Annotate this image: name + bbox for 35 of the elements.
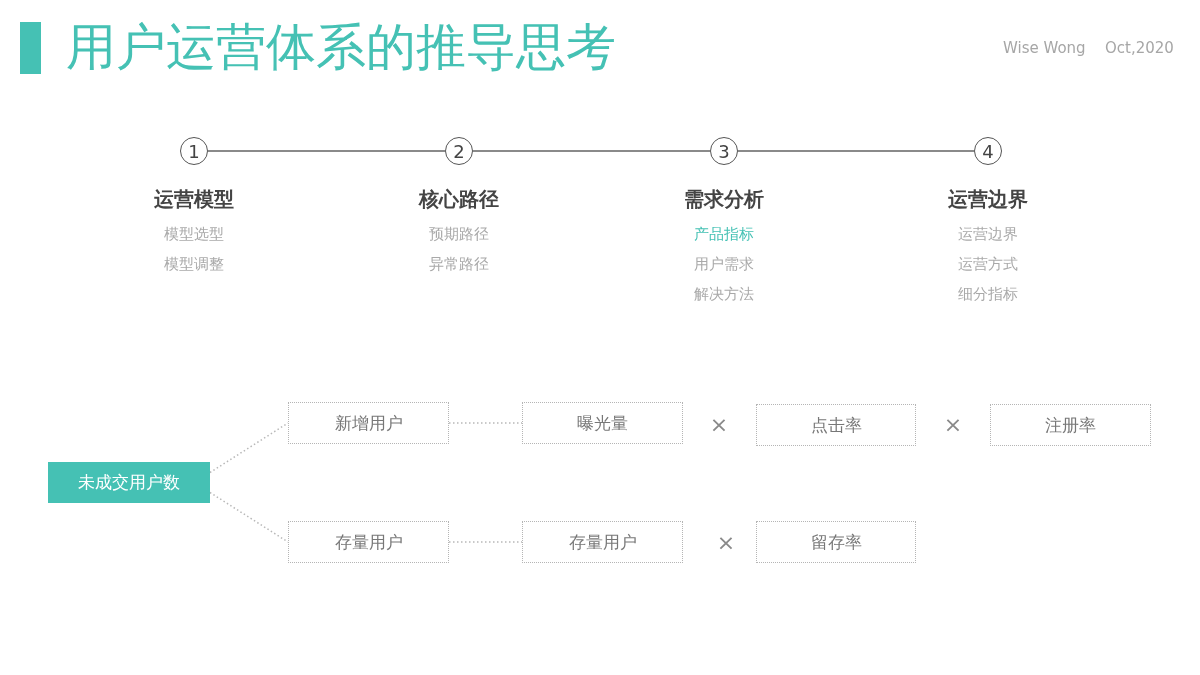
timeline-line [472, 150, 711, 152]
step-item: 解决方法 [694, 284, 754, 304]
step-item: 模型选型 [164, 224, 224, 244]
factor-box: 新增用户 [288, 402, 449, 444]
step-number-circle: 2 [445, 137, 473, 165]
highlighted-step-item: 产品指标 [694, 224, 754, 244]
factor-box: 存量用户 [522, 521, 683, 563]
step-heading: 核心路径 [419, 186, 499, 212]
step-item: 预期路径 [429, 224, 489, 244]
factor-box: 注册率 [990, 404, 1151, 446]
multiply-sign: × [942, 413, 964, 437]
step-item: 用户需求 [694, 254, 754, 274]
step-item: 运营边界 [958, 224, 1018, 244]
step-heading: 运营边界 [948, 186, 1028, 212]
slide-title: 用户运营体系的推导思考 [66, 17, 616, 78]
factor-box: 曝光量 [522, 402, 683, 444]
step-item: 运营方式 [958, 254, 1018, 274]
author-name: Wise Wong [1003, 38, 1086, 58]
step-number-circle: 1 [180, 137, 208, 165]
date-text: Oct,2020 [1105, 38, 1174, 58]
factor-box: 点击率 [756, 404, 916, 446]
step-heading: 运营模型 [154, 186, 234, 212]
factor-box: 留存率 [756, 521, 916, 563]
step-heading: 需求分析 [684, 186, 764, 212]
factor-box: 存量用户 [288, 521, 449, 563]
step-item: 模型调整 [164, 254, 224, 274]
timeline-line [207, 150, 446, 152]
step-item: 细分指标 [958, 284, 1018, 304]
multiply-sign: × [708, 413, 730, 437]
metric-box: 未成交用户数 [48, 462, 210, 503]
step-number-circle: 3 [710, 137, 738, 165]
timeline-line [737, 150, 975, 152]
multiply-sign: × [715, 531, 737, 555]
step-item: 异常路径 [429, 254, 489, 274]
step-number-circle: 4 [974, 137, 1002, 165]
